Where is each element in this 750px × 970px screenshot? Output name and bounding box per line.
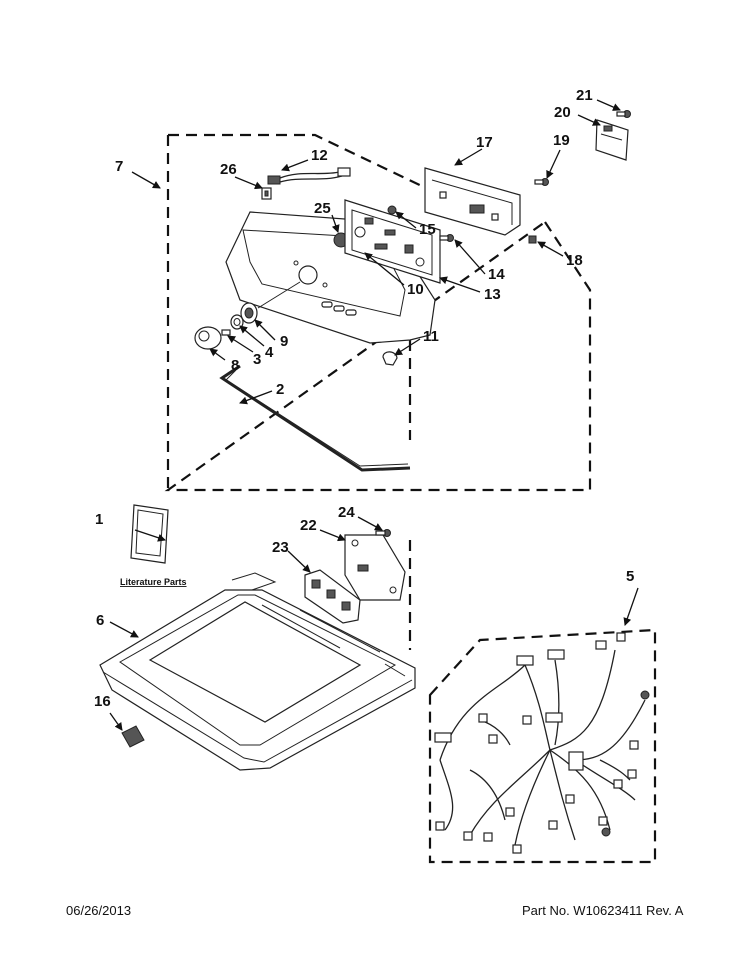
part-18-clip	[528, 235, 537, 244]
callout-13: 13	[484, 286, 501, 303]
callout-1: 1	[95, 511, 103, 528]
callout-26: 26	[220, 161, 237, 178]
callout-21: 21	[576, 87, 593, 104]
part-5-wiring-harness	[434, 632, 650, 854]
callout-15: 15	[419, 221, 436, 238]
part-26-clip	[261, 187, 272, 200]
callout-24: 24	[338, 504, 355, 521]
knob-axis-line	[257, 281, 301, 309]
part-21-screw	[616, 110, 631, 118]
callout-18: 18	[566, 252, 583, 269]
part-6-top-panel	[99, 572, 416, 771]
callout-leaders	[109, 99, 639, 731]
part-11-clip	[382, 351, 398, 366]
callout-3: 3	[253, 351, 261, 368]
callout-5: 5	[626, 568, 634, 585]
callout-12: 12	[311, 147, 328, 164]
part-20-bracket	[595, 119, 629, 161]
footer-part-number: Part No. W10623411 Rev. A	[522, 903, 684, 918]
callout-23: 23	[272, 539, 289, 556]
part-17-console-bracket	[424, 167, 521, 236]
part-19-screw	[534, 178, 549, 186]
callout-22: 22	[300, 517, 317, 534]
wiring-harness-boundary	[428, 628, 657, 864]
callout-19: 19	[553, 132, 570, 149]
literature-parts-label: Literature Parts	[120, 577, 187, 587]
callout-2: 2	[276, 381, 284, 398]
part-12-wire-harness	[267, 167, 351, 185]
callout-4: 4	[265, 344, 274, 361]
callout-16: 16	[94, 693, 111, 710]
callout-7: 7	[115, 158, 123, 175]
part-8-knob	[194, 326, 222, 350]
callout-25: 25	[314, 200, 331, 217]
part-14-screw	[439, 234, 454, 242]
part-24-screw	[375, 529, 391, 537]
callout-9: 9	[280, 333, 288, 350]
footer-date: 06/26/2013	[66, 903, 132, 918]
callout-20: 20	[554, 104, 571, 121]
part-22-mounting-plate	[344, 534, 406, 601]
callout-6: 6	[96, 612, 104, 629]
callout-11: 11	[423, 328, 439, 345]
part-16-grille	[121, 725, 145, 748]
part-2-seal-strip	[219, 364, 411, 472]
part-15-screw	[387, 205, 397, 215]
callout-10: 10	[407, 281, 424, 298]
part-1-literature	[130, 504, 169, 564]
part-3-spring	[221, 329, 231, 336]
callout-8: 8	[231, 357, 239, 374]
part-9-knob-bezel	[240, 302, 258, 324]
callout-17: 17	[476, 134, 493, 151]
callout-14: 14	[488, 266, 505, 283]
callout-labels: 1 2 3 4 5 6 7 8 9 10 11 12 13 14 15 16 1…	[94, 87, 634, 710]
part-23-terminal-block	[304, 569, 361, 624]
console-assembly-boundary	[164, 133, 592, 492]
